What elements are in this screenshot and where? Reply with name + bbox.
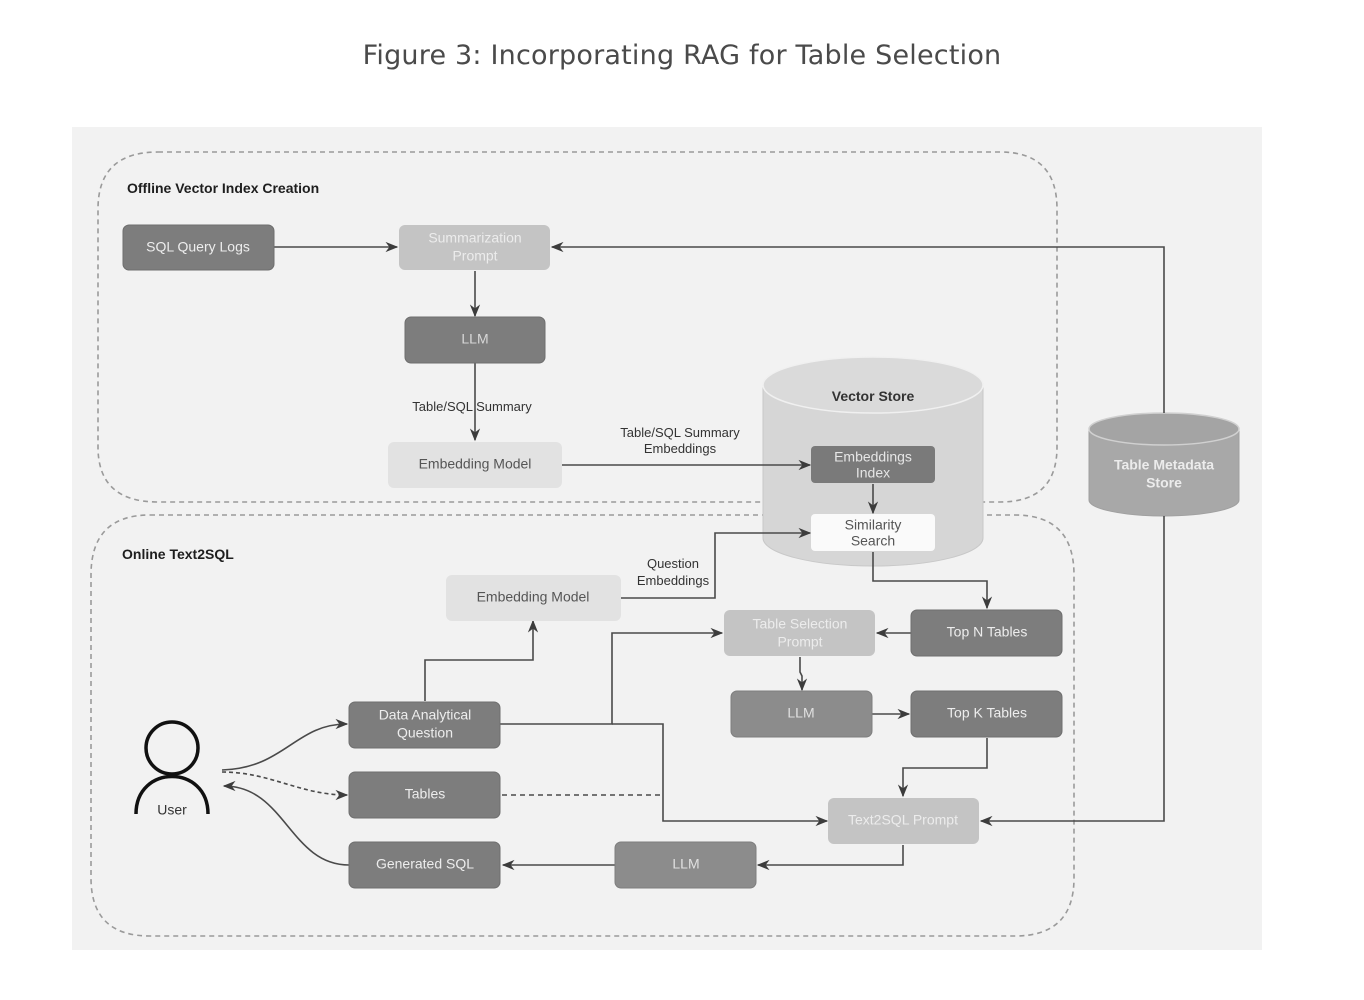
node-table-selection-prompt[interactable]: Table Selection Prompt [724,610,875,656]
svg-text:Prompt: Prompt [777,634,822,650]
edge-question-to-selection [500,627,724,725]
svg-text:LLM: LLM [461,331,488,347]
svg-text:Similarity: Similarity [845,517,902,533]
table-metadata-store-line2: Store [1146,475,1182,491]
svg-text:Index: Index [856,465,890,481]
node-similarity-search[interactable]: Similarity Search [811,514,935,551]
node-sql-query-logs[interactable]: SQL Query Logs [122,224,275,271]
node-top-k-tables[interactable]: Top K Tables [910,690,1063,738]
edge-question-to-text2sql [612,723,829,827]
edge-text2sql-to-llm [756,845,904,871]
edge-label-question-embeddings-line2: Embeddings [637,573,710,588]
node-text2sql-prompt[interactable]: Text2SQL Prompt [828,798,979,844]
user-icon [134,720,210,815]
node-tables[interactable]: Tables [348,771,501,819]
edge-user-to-tables [221,771,349,801]
node-summarization-prompt[interactable]: Summarization Prompt [399,225,550,270]
user-label: User [157,802,187,818]
svg-text:Tables: Tables [405,786,445,802]
edge-question-embeddings [621,527,812,599]
edge-similarity-to-topn [872,552,993,610]
edge-user-to-question [221,718,349,771]
edge-label-table-sql-summary: Table/SQL Summary [412,399,532,414]
offline-section-border [97,151,1058,503]
svg-text:Table Selection: Table Selection [753,616,848,632]
svg-text:Text2SQL Prompt: Text2SQL Prompt [848,812,958,828]
edge-metadata-to-text2sql [979,516,1165,827]
connectors [221,241,1165,871]
svg-text:Embedding Model: Embedding Model [419,456,532,472]
svg-text:Data Analytical: Data Analytical [379,707,472,723]
edge-metadata-to-summarization [550,241,1165,413]
node-llm-offline[interactable]: LLM [404,316,546,364]
edge-question-to-embedding [424,619,539,701]
vector-store-label: Vector Store [832,388,915,404]
node-data-analytical-question[interactable]: Data Analytical Question [348,701,501,749]
svg-text:Embeddings: Embeddings [834,449,912,465]
offline-section-label: Offline Vector Index Creation [127,180,319,196]
svg-text:Top K Tables: Top K Tables [947,705,1027,721]
edge-label-summary-embeddings-line1: Table/SQL Summary [620,425,740,440]
svg-text:Summarization: Summarization [428,230,521,246]
svg-text:Question: Question [397,725,453,741]
edge-generated-sql-to-user [222,780,350,866]
svg-text:Search: Search [851,533,895,549]
svg-text:Prompt: Prompt [452,248,497,264]
online-section-label: Online Text2SQL [122,546,234,562]
edge-topk-to-text2sql [897,738,988,798]
node-generated-sql[interactable]: Generated SQL [348,841,501,889]
figure-title: Figure 3: Incorporating RAG for Table Se… [362,40,1002,71]
edge-label-summary-embeddings-line2: Embeddings [644,441,717,456]
svg-text:Top N Tables: Top N Tables [947,624,1028,640]
svg-text:LLM: LLM [672,856,699,872]
svg-text:Generated SQL: Generated SQL [376,856,474,872]
node-llm-online[interactable]: LLM [614,841,757,889]
edge-selection-to-llm [796,657,808,692]
svg-text:SQL Query Logs: SQL Query Logs [146,239,250,255]
node-embedding-model-online[interactable]: Embedding Model [446,575,621,621]
node-embedding-model-offline[interactable]: Embedding Model [388,442,562,488]
table-metadata-store-cylinder: Table Metadata Store [1088,412,1240,517]
node-top-n-tables[interactable]: Top N Tables [910,609,1063,657]
node-llm-selection[interactable]: LLM [730,690,873,738]
online-section-border [90,514,1075,937]
node-embeddings-index[interactable]: Embeddings Index [811,446,935,483]
table-metadata-store-line1: Table Metadata [1114,457,1214,473]
svg-text:Embedding Model: Embedding Model [477,589,590,605]
edge-label-question-embeddings-line1: Question [647,556,699,571]
svg-text:LLM: LLM [787,705,814,721]
